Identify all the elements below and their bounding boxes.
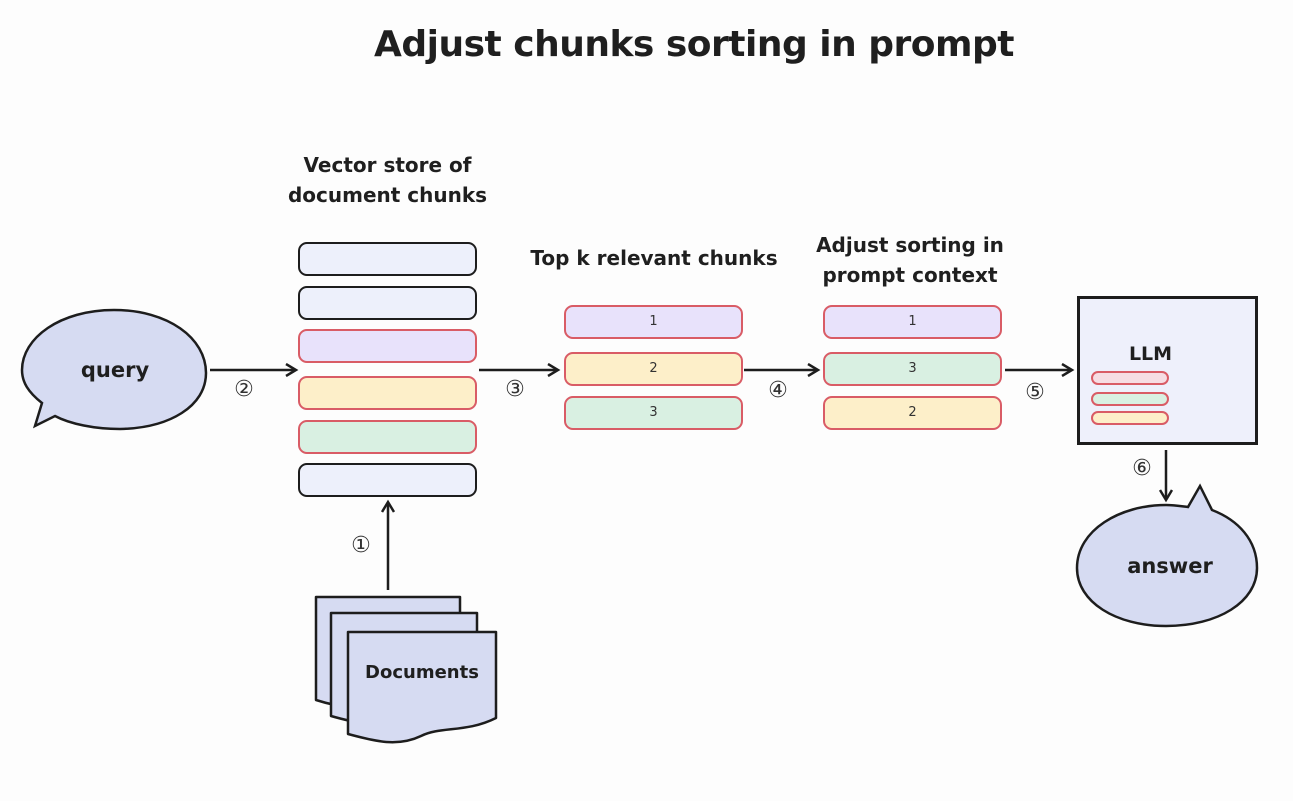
vector-chunk <box>298 242 477 276</box>
llm-label: LLM <box>1128 343 1173 365</box>
vector-chunk-relevant <box>298 329 477 363</box>
chunk-number: 1 <box>908 314 917 329</box>
llm-context-chunk <box>1091 371 1169 385</box>
vector-chunk-relevant <box>298 376 477 410</box>
query-bubble <box>20 308 208 431</box>
adjust-sorting-label: Adjust sorting in prompt context <box>816 233 1004 287</box>
step-3-marker: ③ <box>505 377 525 402</box>
chunk-number: 2 <box>908 405 917 420</box>
step-2-marker: ② <box>234 377 254 402</box>
chunk-number: 1 <box>649 314 658 329</box>
llm-context-chunk <box>1091 411 1169 425</box>
documents-label: Documents <box>365 662 479 683</box>
vector-store-label: Vector store of document chunks <box>287 153 488 207</box>
vector-chunk <box>298 463 477 497</box>
answer-bubble <box>1075 483 1259 628</box>
step-6-marker: ⑥ <box>1132 456 1152 481</box>
chunk-number: 3 <box>908 361 917 376</box>
query-label: query <box>80 358 150 382</box>
step-1-marker: ① <box>351 533 371 558</box>
adjusted-chunk: 1 <box>823 305 1002 339</box>
adjusted-chunk: 3 <box>823 352 1002 386</box>
vector-chunk <box>298 286 477 320</box>
adjusted-chunk: 2 <box>823 396 1002 430</box>
chunk-number: 3 <box>649 405 658 420</box>
llm-context-chunk <box>1091 392 1169 406</box>
chunk-number: 2 <box>649 361 658 376</box>
document-sheet-front <box>346 630 498 744</box>
topk-chunk: 3 <box>564 396 743 430</box>
vector-chunk-relevant <box>298 420 477 454</box>
topk-chunk: 1 <box>564 305 743 339</box>
answer-label: answer <box>1127 554 1213 578</box>
step-5-marker: ⑤ <box>1025 380 1045 405</box>
top-k-label: Top k relevant chunks <box>530 246 778 270</box>
page-title: Adjust chunks sorting in prompt <box>373 24 1015 65</box>
step-4-marker: ④ <box>768 378 788 403</box>
llm-box: LLM <box>1077 296 1258 445</box>
topk-chunk: 2 <box>564 352 743 386</box>
